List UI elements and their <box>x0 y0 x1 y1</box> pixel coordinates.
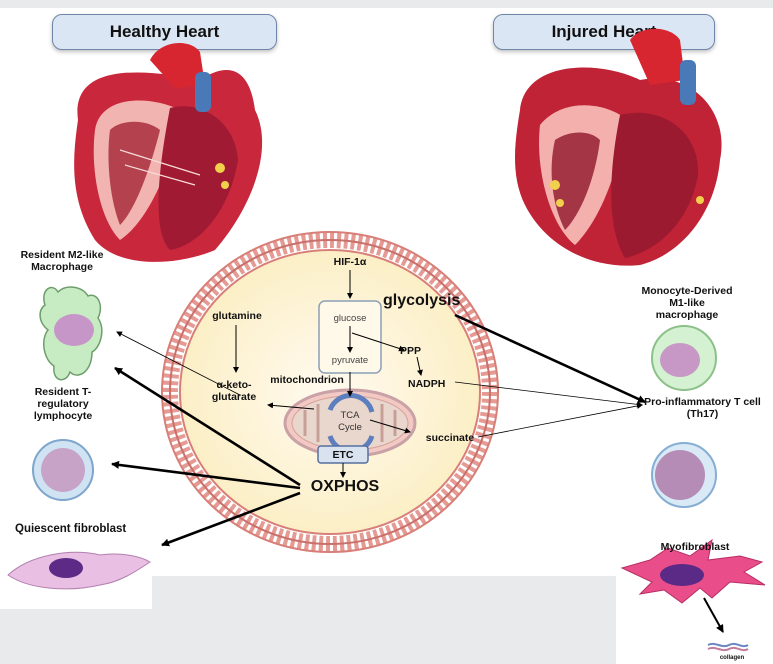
ppp-label: PPP <box>400 345 440 357</box>
akg-label: α-keto-glutarate <box>206 379 262 403</box>
nadph-label: NADPH <box>408 378 458 390</box>
m1-macrophage-label: Monocyte-Derived M1-like macrophage <box>637 285 737 321</box>
glutamine-label: glutamine <box>205 310 269 322</box>
oxphos-label: OXPHOS <box>300 478 390 496</box>
etc-label: ETC <box>318 449 368 461</box>
myofibroblast-label: Myofibroblast <box>640 541 750 553</box>
m2-macrophage-label: Resident M2-like Macrophage <box>12 249 112 273</box>
hif-label: HIF-1α <box>320 256 380 268</box>
collagen-label: collagen <box>712 655 752 662</box>
pyruvate-label: pyruvate <box>320 355 380 367</box>
quiescent-fibroblast-label: Quiescent fibroblast <box>15 523 155 535</box>
glycolysis-label: glycolysis <box>383 292 473 310</box>
mitochondrion-label: mitochondrion <box>262 374 352 386</box>
glucose-label: glucose <box>320 313 380 325</box>
succinate-label: succinate <box>418 432 482 444</box>
th17-label: Pro-inflammatory T cell (Th17) <box>640 396 765 420</box>
tca-label: TCA Cycle <box>334 410 366 434</box>
treg-label: Resident T-regulatory lymphocyte <box>18 386 108 422</box>
